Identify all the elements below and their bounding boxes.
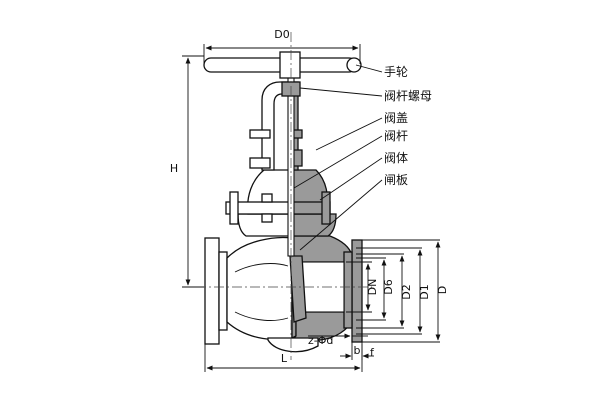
label-handwheel: 手轮 [384,65,408,79]
dim-h: H [170,162,178,175]
dim-f: f [370,346,375,359]
left-flange [204,237,220,345]
bonnet-part [225,169,337,237]
dim-d0: D0 [274,28,289,41]
dim-dn: DN [366,279,379,296]
right-flange [351,239,363,343]
dim-d6: D6 [382,279,395,294]
valve-body [204,235,363,353]
dim-b: b [354,344,361,357]
label-stem: 阀杆 [384,129,408,143]
dim-z-phi-d: z-Φd [308,334,333,347]
dim-d1: D1 [418,284,431,299]
dim-d: D [436,286,449,294]
label-body: 阀体 [384,151,408,165]
label-stem-nut: 阀杆螺母 [384,89,432,103]
label-bonnet: 阀盖 [384,111,408,125]
dim-l: L [281,352,288,365]
dim-d2: D2 [400,284,413,299]
label-gate: 闸板 [384,173,408,187]
handwheel-part [203,51,362,79]
gate-disc [289,255,307,323]
